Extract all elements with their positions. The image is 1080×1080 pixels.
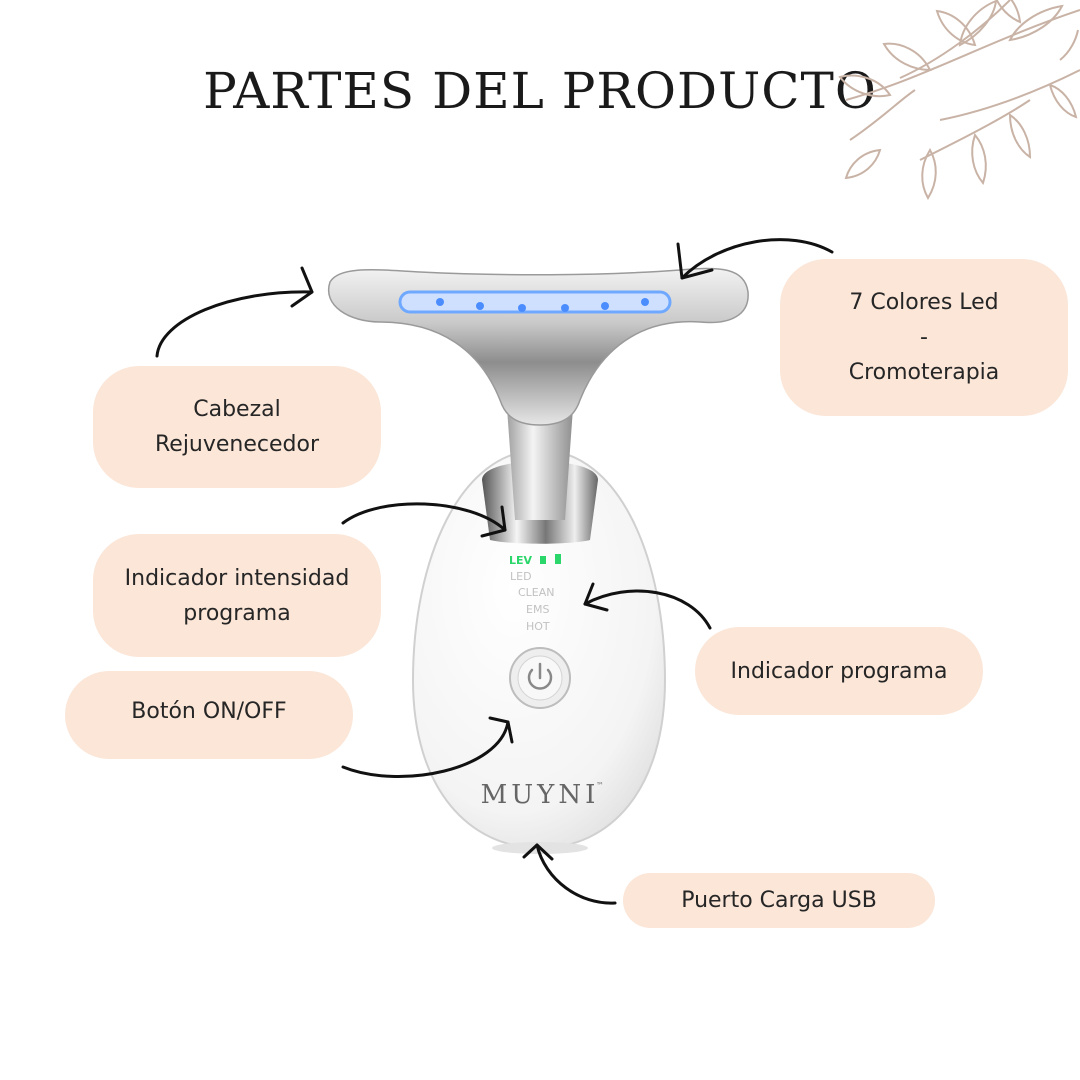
arrow-intensidad bbox=[341, 502, 507, 532]
label-indicador-intensidad: Indicador intensidad programa bbox=[93, 534, 381, 657]
display-ems: EMS bbox=[526, 603, 549, 616]
page-title: PARTES DEL PRODUCTO bbox=[203, 62, 877, 120]
display-clean: CLEAN bbox=[518, 586, 555, 599]
label-colores-led: 7 Colores Led - Cromoterapia bbox=[780, 259, 1068, 416]
label-boton-on-off: Botón ON/OFF bbox=[65, 671, 353, 759]
brand-trademark: ™ bbox=[596, 781, 604, 790]
arrow-cabezal bbox=[155, 290, 314, 358]
arrow-programa bbox=[583, 589, 712, 630]
arrow-colores bbox=[680, 238, 834, 280]
display-hot: HOT bbox=[526, 620, 550, 633]
label-cabezal: Cabezal Rejuvenecedor bbox=[93, 366, 381, 488]
display-lev: LEV bbox=[509, 554, 533, 567]
label-puerto-usb: Puerto Carga USB bbox=[623, 873, 935, 928]
brand-logo: MUYNI bbox=[481, 780, 600, 810]
label-indicador-programa: Indicador programa bbox=[695, 627, 983, 715]
power-icon bbox=[527, 662, 553, 690]
arrow-usb bbox=[535, 843, 617, 905]
arrow-boton bbox=[341, 720, 510, 779]
display-led: LED bbox=[510, 570, 532, 583]
